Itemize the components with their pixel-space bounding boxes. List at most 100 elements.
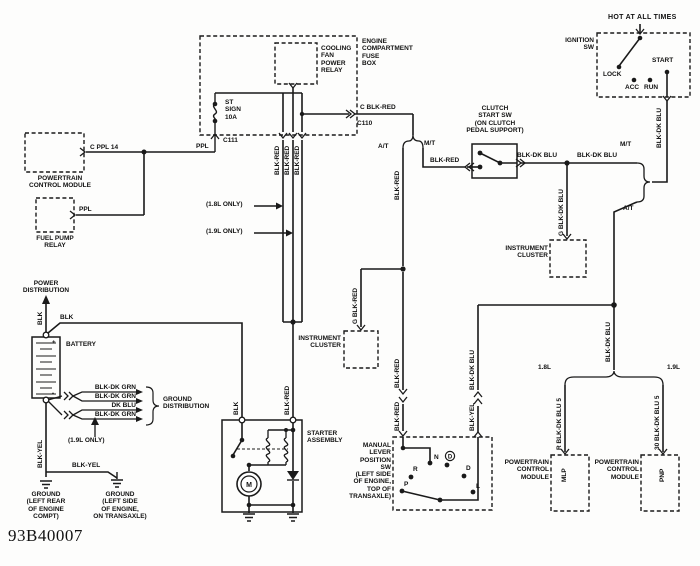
clutch-start-switch-box	[471, 143, 518, 179]
engine-fuse-box-label: ENGINE COMPARTMENT FUSE BOX	[362, 38, 413, 67]
clutch-start-sw-label: CLUTCH START SW (ON CLUTCH PEDAL SUPPORT…	[466, 105, 524, 134]
instrument-cluster-right-label: INSTRUMENT CLUSTER	[505, 245, 548, 260]
overdrive-terminal: D	[444, 450, 456, 462]
start-label: START	[652, 57, 674, 64]
arrowheads	[42, 202, 293, 425]
ground-symbol-starter-2	[287, 513, 299, 522]
ground-symbol-left-rear	[40, 480, 52, 489]
engine-fuse-box	[199, 35, 358, 136]
ground-symbol-starter-1	[243, 513, 255, 522]
engine-1-8l-label: 1.8L	[538, 364, 552, 371]
g-blk-dk-blu-label: G BLK-DK BLU	[558, 189, 565, 236]
only-1-9l-label: (1.9L ONLY)	[206, 228, 243, 235]
lock-label: LOCK	[603, 71, 622, 78]
blk-dk-blu-at-run-label: BLK-DK BLU	[605, 321, 612, 362]
at-label-1: A/T	[378, 143, 389, 150]
junction-dots	[141, 35, 670, 508]
blk-dk-blu-h1-label: BLK-DK BLU	[517, 152, 558, 159]
open-terminals	[42, 331, 297, 424]
diagram-id: 93B40007	[8, 526, 83, 545]
blk-red-drop1-label: BLK-RED	[274, 145, 281, 175]
gnd-wire-3-label: DK BLU	[111, 402, 136, 409]
blk-red-drop3-label: BLK-RED	[294, 145, 301, 175]
r-blk-dk-blu-5-label: R BLK-DK BLU 5	[556, 398, 563, 450]
starter-motor: M	[236, 471, 262, 497]
c-ppl-14-label: C PPL 14	[90, 144, 119, 151]
instrument-cluster-right-box	[549, 239, 587, 278]
motor-letter: M	[246, 482, 252, 489]
pcm-bottom-left-box	[550, 454, 590, 512]
pcm-bottom-right-box	[640, 454, 680, 512]
ignition-wire-color: BLK-DK BLU	[656, 107, 663, 148]
run-label: RUN	[644, 84, 659, 91]
blk-vertical-label: BLK	[37, 311, 44, 325]
pnp-pin-label: PNP	[659, 468, 666, 482]
battery-plates	[36, 342, 56, 395]
battery-polarity: + -	[52, 340, 56, 397]
connector-c110-label: C110	[357, 120, 373, 127]
instrument-cluster-left-box	[343, 330, 379, 369]
pcm-bottom-right-label: POWERTRAIN CONTROL MODULE	[594, 459, 639, 481]
blk-red-mid-label: BLK-RED	[394, 358, 401, 388]
terminal-d-label: D	[466, 465, 471, 472]
blk-red-at-branch-label: BLK-RED	[394, 170, 401, 200]
gnd-wire-4-label: BLK-DK GRN	[94, 411, 136, 418]
battery-box	[31, 336, 61, 399]
pcm-topleft-label: POWERTRAIN CONTROL MODULE	[29, 175, 91, 190]
cooling-fan-relay-label: COOLING FAN POWER RELAY	[321, 45, 352, 74]
cooling-fan-relay-box	[274, 42, 318, 85]
blk-red-starter-label: BLK-RED	[284, 385, 291, 415]
ground-transaxle-label: GROUND (LEFT SIDE OF ENGINE, ON TRANSAXL…	[93, 491, 147, 520]
terminal-r-label: R	[413, 466, 418, 473]
diode	[287, 471, 299, 481]
fuel-pump-relay-label: FUEL PUMP RELAY	[36, 235, 74, 250]
engine-1-9l-label: 1.9L	[667, 364, 681, 371]
ignition-switch-box	[596, 32, 691, 98]
starter-assembly-box	[221, 419, 303, 513]
ignition-sw-label: IGNITION SW	[565, 37, 594, 52]
blk-yel-horizontal-label: BLK-YEL	[72, 462, 101, 469]
g-blk-red-label: G BLK-RED	[352, 287, 359, 324]
battery-plus: +	[52, 340, 56, 346]
pcm-bottom-left-label: POWERTRAIN CONTROL MODULE	[504, 459, 549, 481]
c-blk-red-label: C BLK-RED	[360, 104, 396, 111]
blk-dk-blu-h2-label: BLK-DK BLU	[577, 152, 618, 159]
terminal-p-label: P	[404, 481, 409, 488]
blk-red-low-label: BLK-RED	[394, 401, 401, 431]
gnd-wire-1-label: BLK-DK GRN	[94, 384, 136, 391]
ground-distribution-label: GROUND DISTRIBUTION	[163, 396, 210, 411]
blk-dk-blu-mlp-label: BLK-DK BLU	[469, 349, 476, 390]
ground-symbols	[40, 472, 299, 522]
arrow-lines	[254, 205, 287, 234]
only-1-8l-label: (1.8L ONLY)	[206, 201, 243, 208]
solid-boxes	[31, 143, 518, 513]
pcm-topleft-box	[24, 132, 85, 173]
gnd-wire-2-label: BLK-DK GRN	[94, 393, 136, 400]
overdrive-terminal-letter: D	[448, 455, 453, 461]
blk-yel-vertical-label: BLK-YEL	[37, 439, 44, 468]
dashed-boxes	[24, 32, 691, 512]
wires	[45, 24, 668, 513]
fuse-st-sign-label: ST SIGN 10A	[225, 99, 241, 121]
ppl-label-1: PPL	[196, 143, 209, 150]
hot-at-all-times-label: HOT AT ALL TIMES	[608, 14, 677, 21]
connector-c111-label: C111	[223, 137, 238, 144]
mt-label-1: M/T	[424, 140, 436, 147]
battery-minus: -	[52, 391, 54, 397]
ppl-label-2: PPL	[79, 206, 92, 213]
blk-yel-mlp-label: BLK-YEL	[469, 402, 476, 431]
power-distribution-label: POWER DISTRIBUTION	[22, 280, 70, 295]
blk-red-mt-branch-label: BLK-RED	[430, 157, 460, 164]
ground-left-rear-label: GROUND (LEFT REAR OF ENGINE COMPT)	[26, 491, 66, 520]
mlp-switch-label: MANUAL LEVER POSITION SW (LEFT SIDE OF E…	[349, 442, 391, 500]
mlp-pin-label: MLP	[561, 468, 568, 482]
blk-red-drop2-label: BLK-RED	[284, 145, 291, 175]
mlp-switch-box	[392, 436, 493, 511]
battery-label: BATTERY	[66, 341, 96, 348]
instrument-cluster-left-label: INSTRUMENT CLUSTER	[298, 335, 341, 350]
terminal-n-label: N	[434, 454, 439, 461]
acc-label: ACC	[625, 84, 640, 91]
blk-horizontal-label: BLK	[60, 314, 74, 321]
